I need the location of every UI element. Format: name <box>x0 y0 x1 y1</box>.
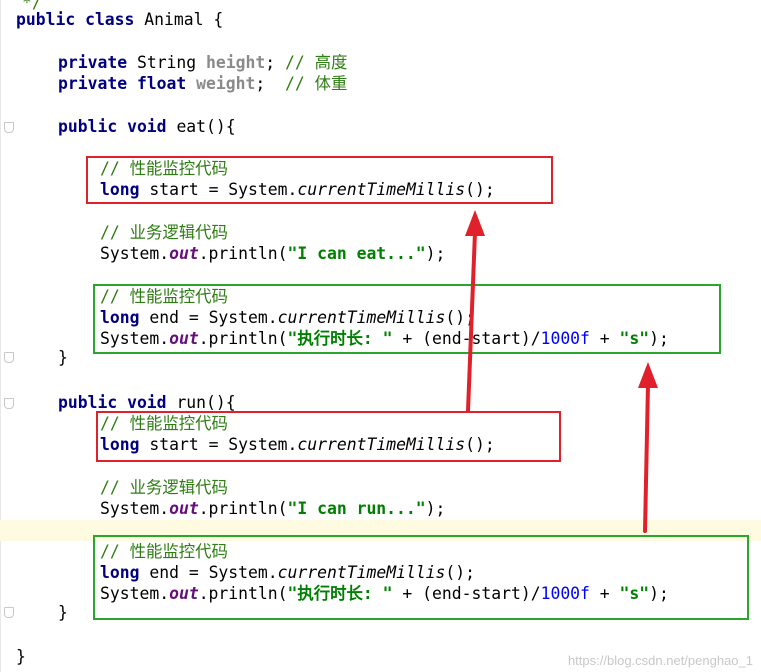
run-perf-comment-2: // 性能监控代码 <box>100 542 228 561</box>
end-timer-box-eat <box>93 284 721 354</box>
eat-end-line: long end = System.currentTimeMillis(); <box>100 308 476 327</box>
method-run-signature: public void run(){ <box>58 393 236 412</box>
class-close-brace: } <box>16 647 26 666</box>
watermark: https://blog.csdn.net/penghao_1 <box>567 653 753 668</box>
eat-start-line: long start = System.currentTimeMillis(); <box>100 180 495 199</box>
eat-println-line: System.out.println("I can eat..."); <box>100 244 446 263</box>
fold-icon[interactable] <box>4 352 14 363</box>
eat-close-brace: } <box>58 348 68 367</box>
run-perf-comment-1: // 性能监控代码 <box>100 414 228 433</box>
method-eat-signature: public void eat(){ <box>58 117 236 136</box>
eat-perf-comment-2: // 性能监控代码 <box>100 287 228 306</box>
eat-perf-comment-1: // 性能监控代码 <box>100 159 228 178</box>
editor-gutter <box>0 0 1 672</box>
run-duration-line: System.out.println("执行时长: " + (end-start… <box>100 584 669 603</box>
class-declaration: public class Animal { <box>16 10 224 29</box>
comment-end-line: */ <box>22 0 42 12</box>
run-println-line: System.out.println("I can run..."); <box>100 499 446 518</box>
run-close-brace: } <box>58 603 68 622</box>
start-timer-box-eat <box>86 156 553 204</box>
run-biz-comment: // 业务逻辑代码 <box>100 478 228 497</box>
arrow-up-to-start-icon <box>465 210 485 413</box>
field-weight: private float weight; // 体重 <box>58 74 348 93</box>
arrow-up-to-end-icon <box>638 362 658 533</box>
start-timer-box-run <box>96 411 561 462</box>
eat-duration-line: System.out.println("执行时长: " + (end-start… <box>100 329 669 348</box>
eat-biz-comment: // 业务逻辑代码 <box>100 223 228 242</box>
end-timer-box-run <box>93 535 749 620</box>
run-start-line: long start = System.currentTimeMillis(); <box>100 435 495 454</box>
fold-icon[interactable] <box>4 398 14 409</box>
fold-icon[interactable] <box>4 122 14 133</box>
fold-icon[interactable] <box>4 607 14 618</box>
run-end-line: long end = System.currentTimeMillis(); <box>100 563 476 582</box>
field-height: private String height; // 高度 <box>58 53 348 72</box>
